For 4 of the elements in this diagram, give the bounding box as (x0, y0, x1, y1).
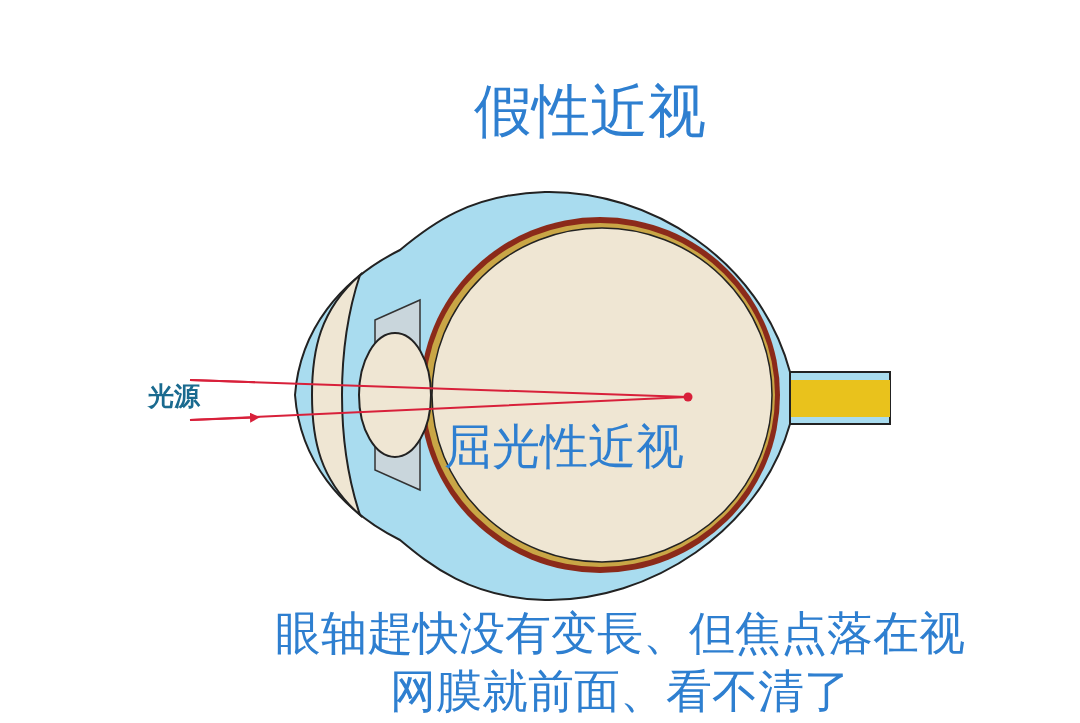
title: 假性近视 (473, 80, 707, 144)
myopia-type-label: 屈光性近视 (444, 420, 684, 473)
light-source-label: 光源 (148, 382, 200, 411)
caption: 眼轴趕快没有变長、但焦点落在视网膜就前面、看不清了 (274, 605, 966, 720)
